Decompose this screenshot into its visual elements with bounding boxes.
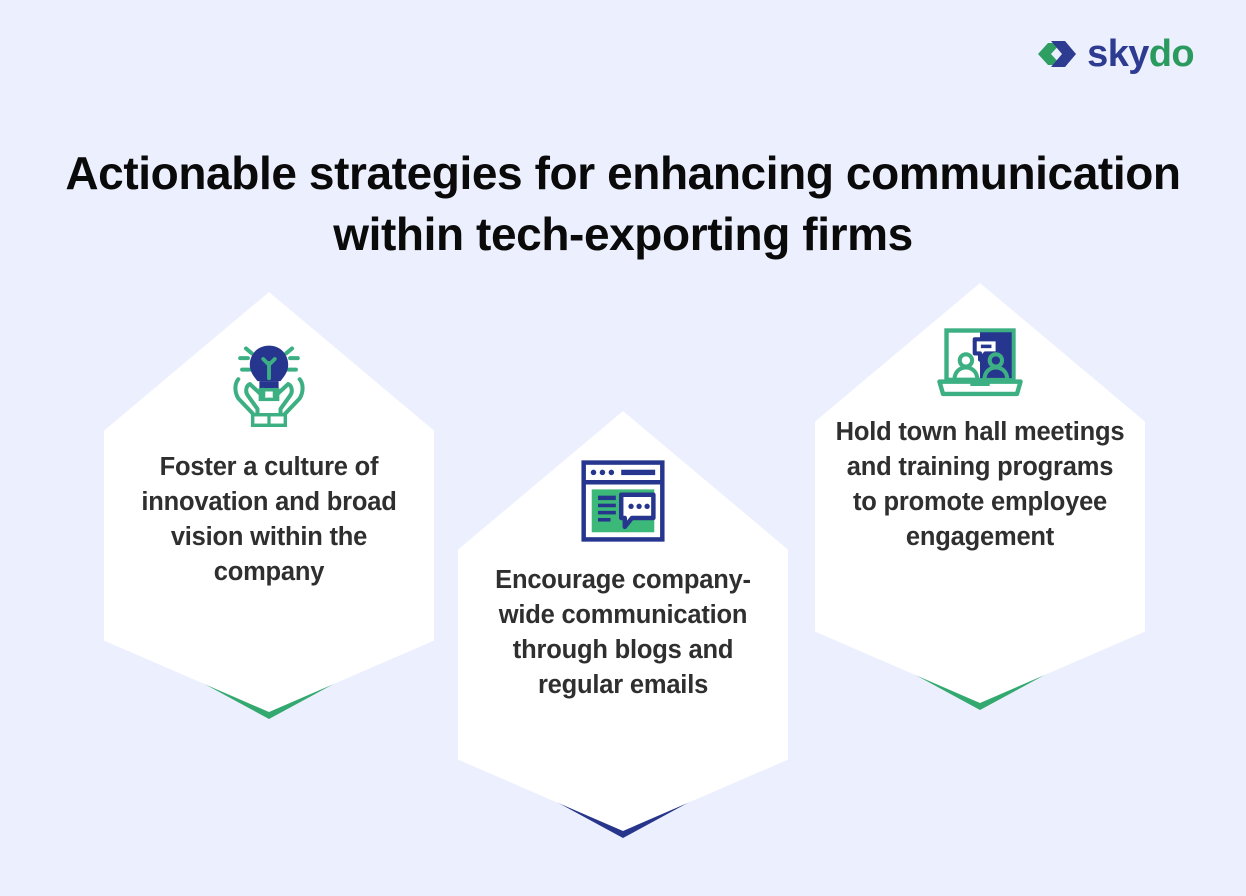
strategy-card-2[interactable]: Encourage company-wide communication thr…: [458, 411, 788, 838]
card-3-text: Hold town hall meetings and training pro…: [835, 418, 1125, 551]
skydo-chevron-logo-icon: [1038, 41, 1077, 67]
lightbulb-in-hands-icon: [221, 336, 317, 432]
browser-chat-window-icon: [578, 459, 668, 543]
page-title: Actionable strategies for enhancing comm…: [65, 146, 1181, 260]
card-2-hexagon: Encourage company-wide communication thr…: [458, 411, 788, 831]
card-3-hexagon: Hold town hall meetings and training pro…: [815, 283, 1145, 703]
card-1-text: Foster a culture of innovation and broad…: [141, 453, 397, 586]
strategy-card-1[interactable]: Foster a culture of innovation and broad…: [104, 292, 434, 719]
card-1-hexagon: Foster a culture of innovation and broad…: [104, 292, 434, 712]
brand-wordmark-do: do: [1148, 33, 1195, 75]
brand-logo[interactable]: skydo: [1038, 34, 1195, 74]
card-2-text: Encourage company-wide communication thr…: [495, 566, 751, 699]
brand-wordmark: skydo: [1087, 35, 1194, 73]
brand-wordmark-sky: sky: [1087, 33, 1149, 75]
laptop-video-meeting-icon: [934, 327, 1026, 401]
strategy-card-3[interactable]: Hold town hall meetings and training pro…: [815, 283, 1145, 710]
